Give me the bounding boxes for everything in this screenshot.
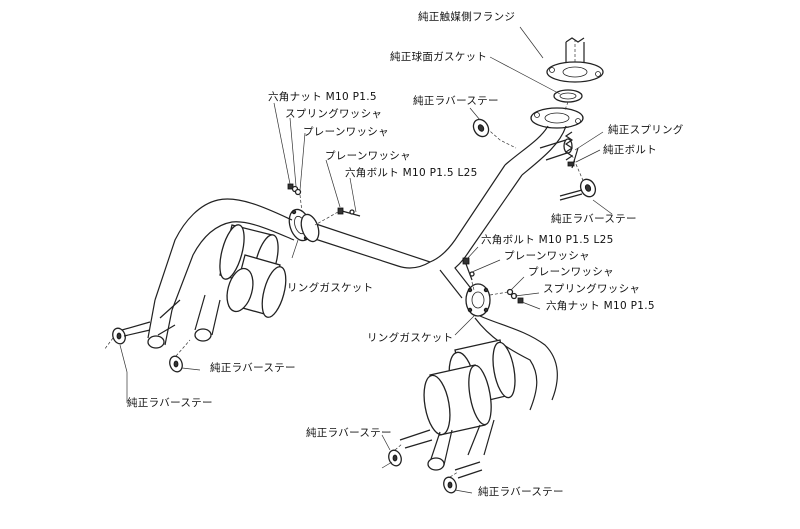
label-spring: 純正スプリング [608,124,684,136]
label-spherical-gasket: 純正球面ガスケット [390,51,488,63]
label-rubber-stay-top: 純正ラバーステー [413,95,499,107]
pipe-flange-part [530,107,584,129]
right-muffler-part [399,315,558,479]
label-spring-washer-left: スプリングワッシャ [285,108,383,120]
rubber-stay-bottom-2-part [443,471,459,494]
left-bolt-part [314,207,361,226]
label-spring-washer-right: スプリングワッシャ [543,283,641,295]
label-plain-washer-right-1: プレーンワッシャ [504,250,590,262]
rubber-stay-top-part [472,118,490,138]
label-hex-nut-right: 六角ナット M10 P1.5 [546,300,655,312]
label-rubber-stay-mid: 純正ラバーステー [551,213,637,225]
label-rubber-stay-bottom-1: 純正ラバーステー [306,427,392,439]
right-fastener-cluster [489,288,524,304]
label-plain-washer-right-2: プレーンワッシャ [528,266,614,278]
label-hex-bolt-right: 六角ボルト M10 P1.5 L25 [481,234,614,246]
label-hex-nut-left: 六角ナット M10 P1.5 [268,91,377,103]
label-ring-gasket-left: リングガスケット [287,282,374,294]
rubber-stay-left-2-part [169,339,191,373]
label-rubber-stay-left-2: 純正ラバーステー [210,362,296,374]
left-flange-part [288,208,320,243]
label-rubber-stay-bottom-2: 純正ラバーステー [478,486,564,498]
label-plain-washer-left-2: プレーンワッシャ [325,150,411,162]
label-bolt: 純正ボルト [603,144,657,156]
rubber-stay-left-1-part [103,321,151,351]
leader-lines [119,26,613,494]
center-pipe-part [309,164,523,301]
label-hex-bolt-left: 六角ボルト M10 P1.5 L25 [345,167,478,179]
bolt-part [567,147,579,169]
label-catalyst-flange: 純正触媒側フランジ [418,11,516,23]
label-ring-gasket-right: リングガスケット [367,332,454,344]
spherical-gasket-part [553,89,583,103]
label-plain-washer-left-1: プレーンワッシャ [303,126,389,138]
spring-part [564,131,574,161]
left-fastener-cluster [287,183,303,213]
right-bolt-part [462,257,475,291]
left-muffler-part [147,198,295,349]
rubber-stay-mid-part [559,178,597,201]
right-flange-part [465,283,491,317]
label-rubber-stay-left-1: 純正ラバーステー [127,397,213,409]
